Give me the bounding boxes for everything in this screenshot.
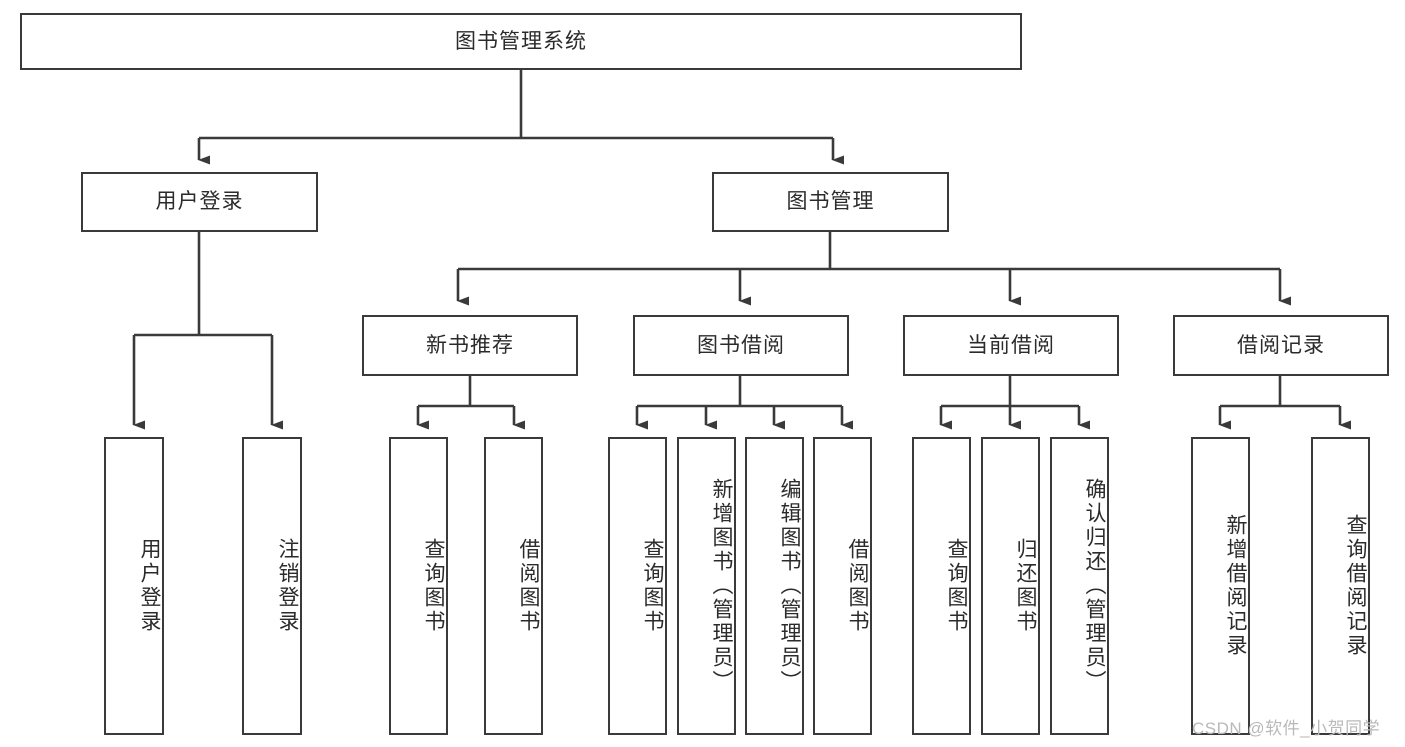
node-book-borrow[interactable]: 图书借阅 — [633, 315, 849, 376]
node-label: 新增借阅记录 — [1224, 514, 1247, 658]
node-label: 用户登录 — [138, 538, 161, 634]
node-label: 查询图书 — [641, 538, 664, 634]
leaf-borrow-book-recommend[interactable]: 借阅图书 — [484, 437, 543, 735]
node-label: 借阅图书 — [517, 538, 540, 634]
node-label: 归还图书 — [1014, 538, 1037, 634]
leaf-logout-login[interactable]: 注销登录 — [242, 437, 302, 735]
leaf-borrow-book[interactable]: 借阅图书 — [813, 437, 872, 735]
node-label: 图书借阅 — [697, 333, 785, 357]
node-label: 用户登录 — [155, 190, 244, 214]
node-book-management[interactable]: 图书管理 — [712, 172, 949, 232]
node-label: 图书管理系统 — [455, 29, 587, 53]
leaf-add-book-admin[interactable]: 新增图书（管理员） — [677, 437, 736, 735]
leaf-edit-book-admin[interactable]: 编辑图书（管理员） — [745, 437, 804, 735]
node-label: 确认归还（管理员） — [1083, 478, 1106, 694]
node-label: 查询借阅记录 — [1344, 514, 1367, 658]
leaf-query-book-borrow[interactable]: 查询图书 — [608, 437, 667, 735]
node-label: 借阅图书 — [846, 538, 869, 634]
node-new-book-recommend[interactable]: 新书推荐 — [362, 315, 578, 376]
leaf-query-book-recommend[interactable]: 查询图书 — [389, 437, 448, 735]
node-user-login[interactable]: 用户登录 — [81, 172, 318, 232]
leaf-user-login[interactable]: 用户登录 — [104, 437, 164, 735]
node-label: 新书推荐 — [426, 333, 514, 357]
node-label: 当前借阅 — [967, 333, 1055, 357]
node-label: 编辑图书（管理员） — [778, 478, 801, 694]
leaf-confirm-return-admin[interactable]: 确认归还（管理员） — [1050, 437, 1109, 735]
node-current-borrow[interactable]: 当前借阅 — [903, 315, 1119, 376]
leaf-return-book[interactable]: 归还图书 — [981, 437, 1040, 735]
node-borrow-record[interactable]: 借阅记录 — [1173, 315, 1389, 376]
leaf-query-book-current[interactable]: 查询图书 — [912, 437, 971, 735]
node-root-book-management-system[interactable]: 图书管理系统 — [20, 13, 1022, 70]
node-label: 借阅记录 — [1237, 333, 1325, 357]
leaf-query-borrow-record[interactable]: 查询借阅记录 — [1311, 437, 1370, 735]
node-label: 查询图书 — [945, 538, 968, 634]
node-label: 查询图书 — [422, 538, 445, 634]
node-label: 新增图书（管理员） — [710, 478, 733, 694]
csdn-watermark: CSDN @软件_小贺同学 — [1192, 719, 1381, 738]
node-label: 注销登录 — [276, 538, 299, 634]
leaf-add-borrow-record[interactable]: 新增借阅记录 — [1191, 437, 1250, 735]
node-label: 图书管理 — [786, 190, 875, 214]
